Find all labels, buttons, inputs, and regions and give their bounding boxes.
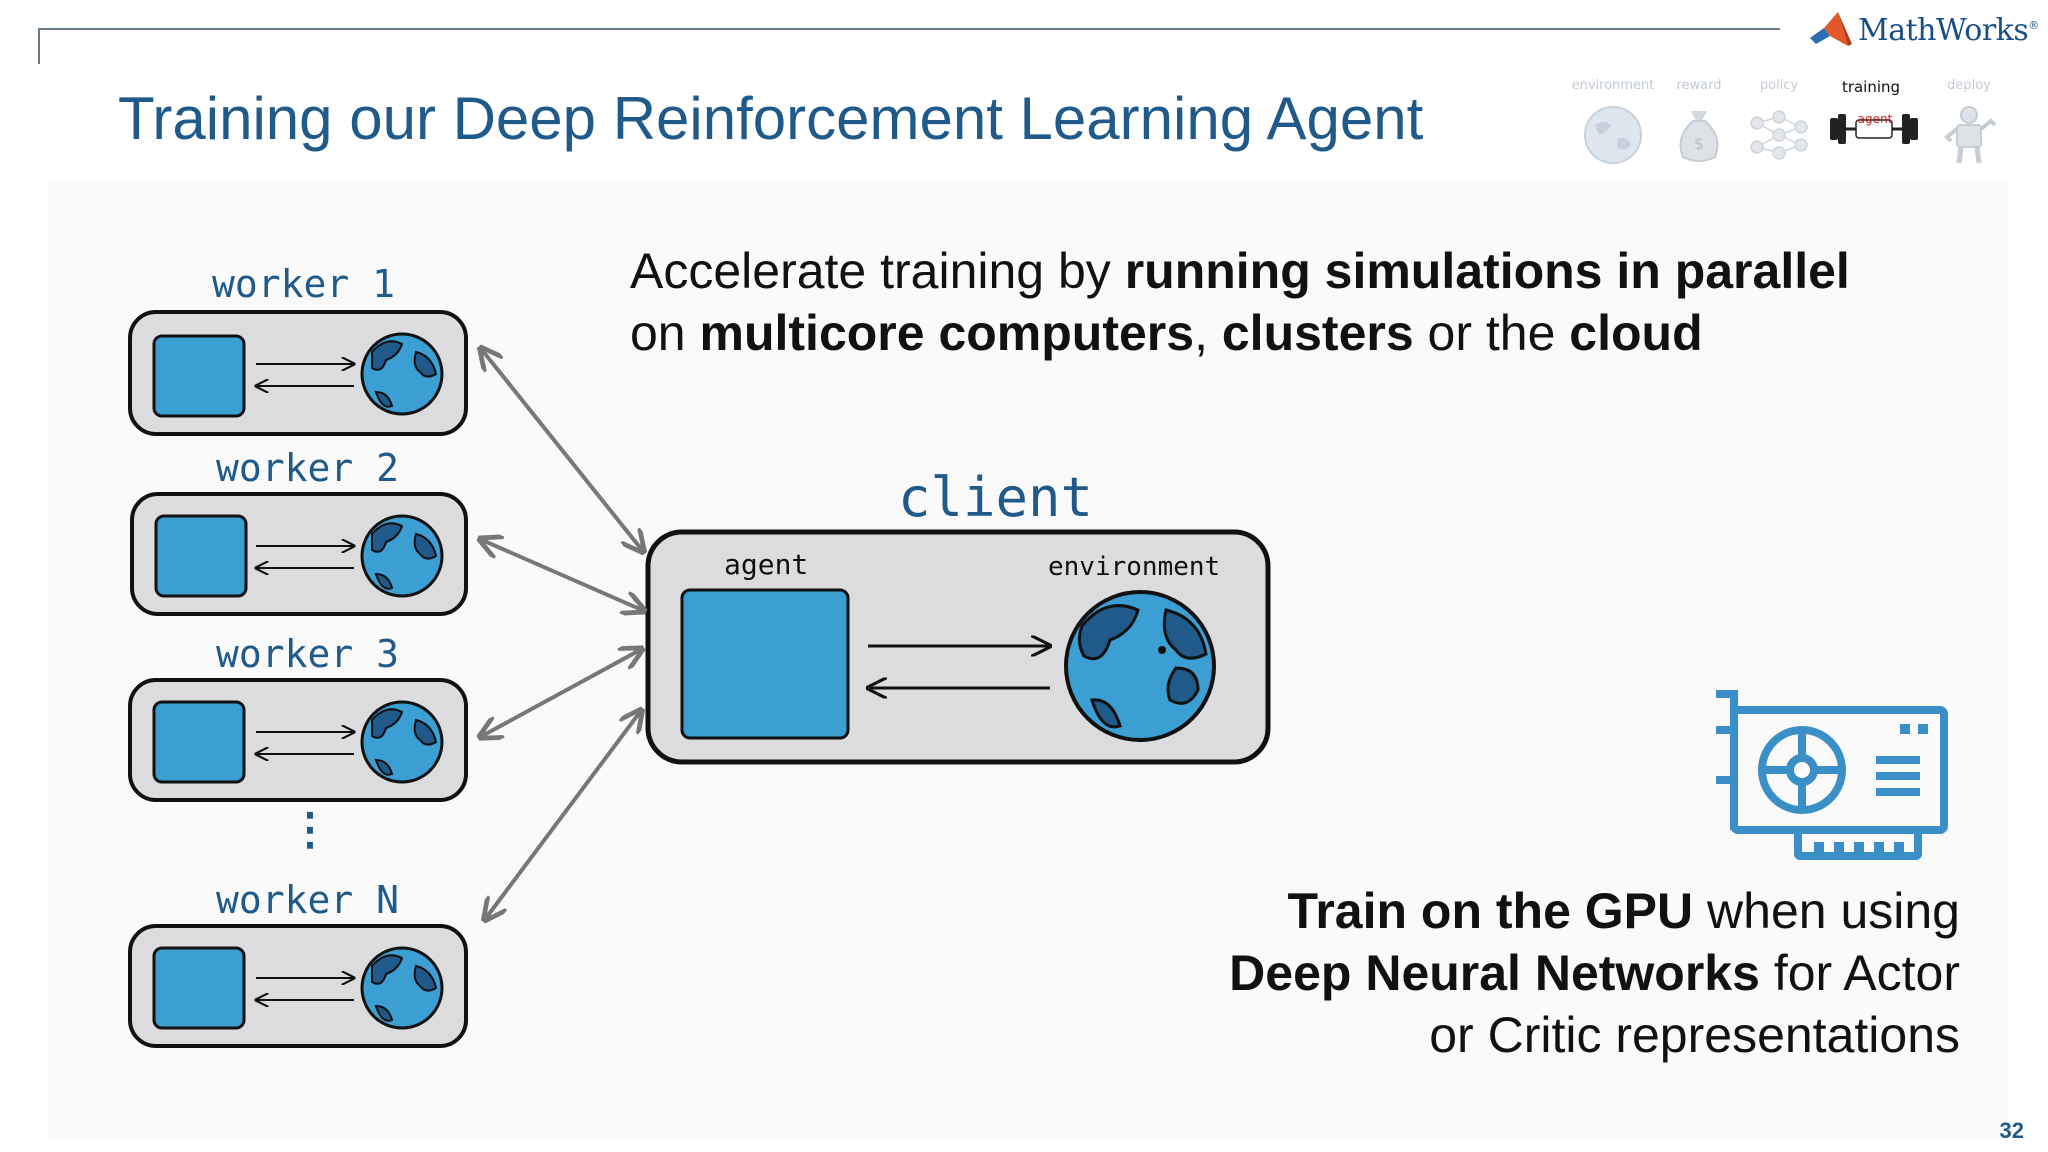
text-line: Deep Neural Networks for Actor	[1229, 945, 1960, 1001]
worker-label: worker N	[216, 878, 400, 922]
progress-step-training: training agent	[1826, 78, 1918, 150]
globe-icon	[360, 700, 444, 784]
header-rule	[38, 28, 1780, 30]
globe-icon	[360, 332, 444, 416]
agent-label: agent	[724, 548, 809, 581]
worker-panel	[128, 678, 468, 802]
connection-arrow-worker-n	[486, 712, 640, 918]
training-agent-badge: agent	[1857, 112, 1893, 126]
progress-step-policy: policy	[1734, 78, 1824, 167]
progress-step-reward: reward $	[1654, 78, 1744, 167]
brand-name: MathWorks®	[1858, 12, 2039, 48]
worker-panel	[128, 924, 468, 1048]
worker-label: worker 1	[212, 262, 396, 306]
parallel-training-text: Accelerate training by running simulatio…	[630, 240, 1850, 364]
worker-panel	[128, 310, 468, 436]
neural-network-icon	[1750, 110, 1808, 160]
agent-box	[152, 334, 246, 418]
ellipsis: ⋮	[288, 804, 332, 855]
gpu-training-text: Train on the GPU when using Deep Neural …	[1229, 880, 1960, 1066]
connection-arrow-worker-2	[482, 540, 642, 610]
client-label: client	[898, 466, 1094, 529]
page-title: Training our Deep Reinforcement Learning…	[118, 85, 1424, 152]
progress-step-deploy: deploy	[1924, 78, 2014, 167]
globe-icon	[360, 946, 444, 1030]
globe-icon	[1584, 106, 1642, 164]
money-bag-icon: $	[1679, 111, 1719, 162]
barbell-agent-icon	[1830, 114, 1918, 144]
text-line: or Critic representations	[1429, 1007, 1960, 1063]
mathworks-logo: MathWorks®	[1808, 10, 2039, 50]
worker-panel	[130, 492, 468, 616]
page-number: 32	[1999, 1118, 2024, 1143]
agent-box	[154, 514, 248, 598]
progress-step-label: reward	[1676, 78, 1722, 93]
workflow-progress: environment reward $ policy	[1568, 78, 2016, 178]
robot-icon	[1944, 106, 1997, 164]
connection-arrows	[482, 350, 642, 918]
membrane-logo-icon	[1810, 12, 1852, 46]
agent-box	[152, 700, 246, 784]
environment-label: environment	[1048, 552, 1221, 582]
client-agent-box	[680, 588, 850, 740]
progress-step-label: training	[1841, 78, 1901, 96]
progress-step-label: environment	[1571, 78, 1655, 93]
progress-step-environment: environment	[1568, 78, 1658, 167]
text-line: on multicore computers, clusters or the …	[630, 305, 1703, 361]
client-globe-icon	[1064, 590, 1216, 742]
worker-label: worker 2	[216, 446, 400, 490]
connection-arrow-worker-3	[482, 650, 640, 736]
agent-box	[152, 946, 246, 1030]
progress-step-label: deploy	[1947, 78, 1991, 93]
worker-label: worker 3	[216, 632, 400, 676]
connection-arrow-worker-1	[482, 350, 642, 550]
client-panel	[645, 529, 1271, 765]
text-line: Train on the GPU when using	[1287, 883, 1960, 939]
svg-text:$: $	[1694, 134, 1704, 153]
text-line: Accelerate training by running simulatio…	[630, 243, 1850, 299]
globe-icon	[360, 514, 444, 598]
gpu-card-icon	[1716, 690, 1948, 860]
header-rule-tick	[38, 28, 40, 64]
progress-step-label: policy	[1759, 78, 1799, 93]
